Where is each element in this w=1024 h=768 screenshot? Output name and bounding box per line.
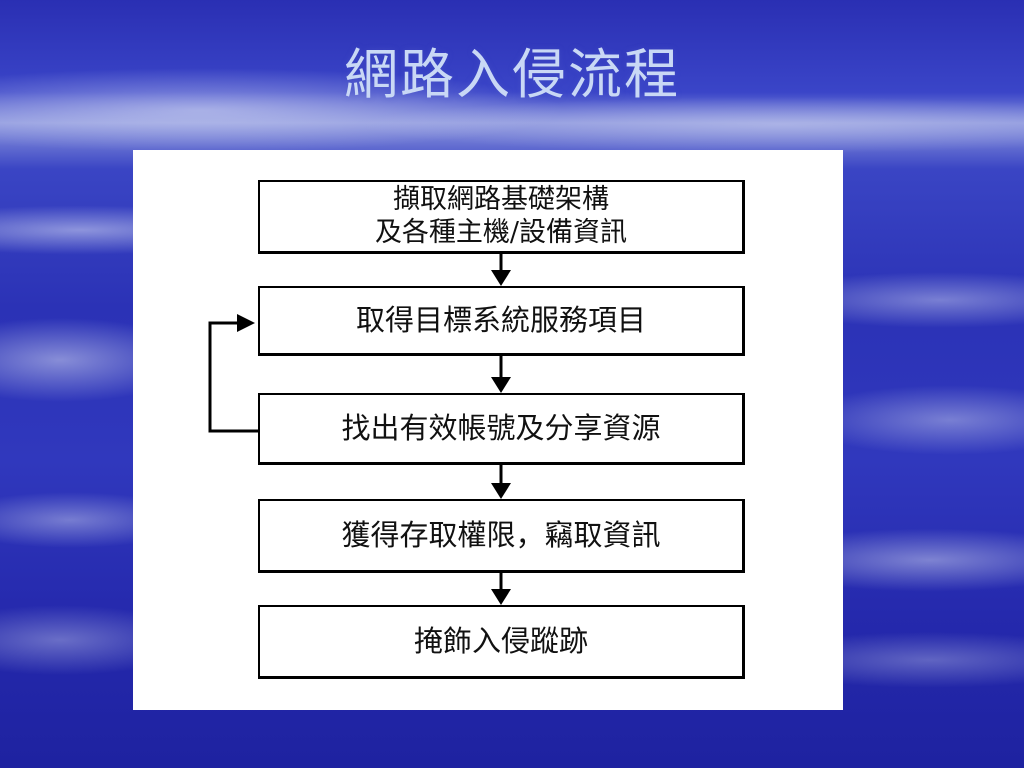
flow-step-line: 取得目標系統服務項目: [355, 303, 646, 338]
flow-step-line: 及各種主機/設備資訊: [374, 216, 628, 248]
flow-connectors: [208, 254, 511, 605]
flow-step-get-services: 取得目標系統服務項目: [258, 286, 745, 356]
loop-arrow-3-to-2: [208, 314, 258, 433]
flow-step-line: 掩飾入侵蹤跡: [413, 624, 588, 659]
diagram-panel: 擷取網路基礎架構 及各種主機/設備資訊 取得目標系統服務項目 找出有效帳號及分享…: [133, 150, 843, 710]
flow-step-gain-access: 獲得存取權限，竊取資訊: [258, 499, 745, 573]
slide-title: 網路入侵流程: [344, 43, 680, 106]
flow-step-line: 獲得存取權限，竊取資訊: [341, 518, 661, 553]
arrow-2-3: [491, 356, 511, 393]
flow-step-collect-infrastructure: 擷取網路基礎架構 及各種主機/設備資訊: [258, 180, 745, 254]
arrow-1-2: [491, 254, 511, 286]
flow-step-line: 擷取網路基礎架構: [393, 184, 609, 216]
flow-step-cover-tracks: 掩飾入侵蹤跡: [258, 605, 745, 679]
arrow-4-5: [491, 573, 511, 605]
flow-step-line: 找出有效帳號及分享資源: [341, 411, 661, 446]
arrow-3-4: [491, 465, 511, 499]
flow-step-find-accounts: 找出有效帳號及分享資源: [258, 393, 745, 465]
